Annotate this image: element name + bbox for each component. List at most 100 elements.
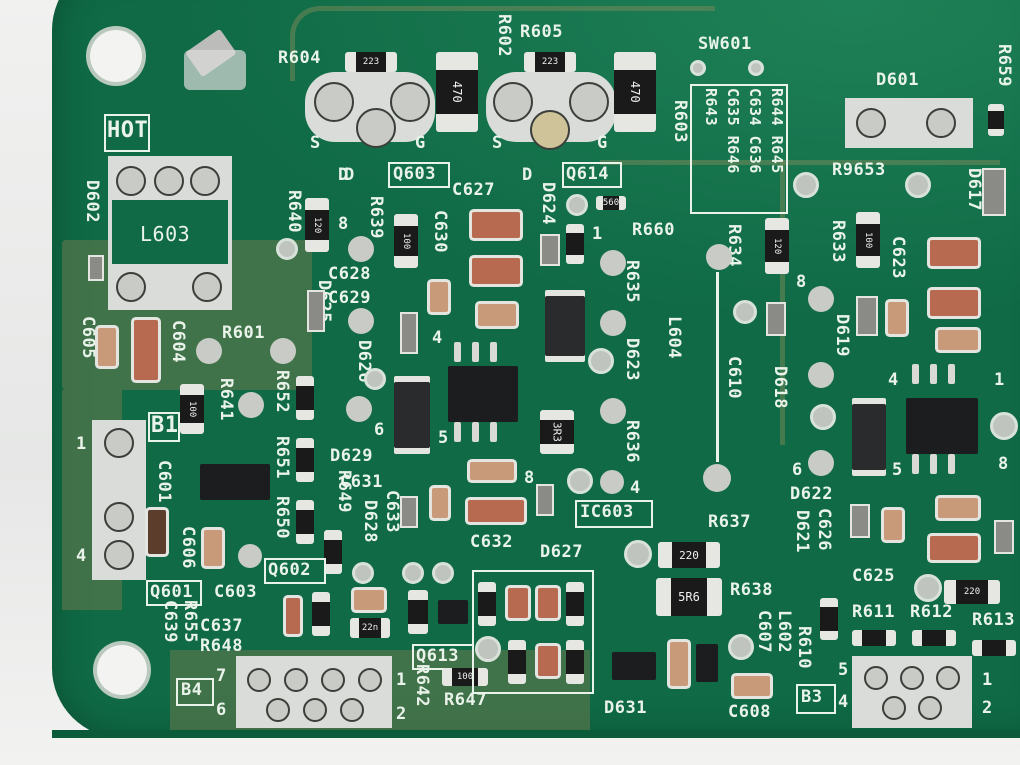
resistor	[566, 224, 584, 264]
capacitor	[670, 642, 688, 686]
r642-label: R642	[412, 664, 432, 707]
diode-2l	[400, 496, 418, 528]
r601-pad	[270, 338, 296, 364]
q614-g-label: G	[597, 133, 608, 153]
capacitor	[938, 498, 978, 518]
r637-resistor: 220	[658, 542, 720, 568]
resistor	[324, 530, 342, 574]
c608-label: C608	[728, 702, 771, 722]
test-point	[346, 396, 372, 422]
capacitor	[286, 598, 300, 634]
ic-pin	[490, 342, 497, 362]
c607-label: C607	[754, 610, 774, 653]
r604-resistor: 223	[345, 52, 397, 72]
via	[475, 636, 501, 662]
via	[733, 300, 757, 324]
test-point	[348, 308, 374, 334]
b3-pin	[882, 696, 906, 720]
l603-pad	[190, 166, 220, 196]
l603-body	[112, 200, 228, 264]
hot-box	[104, 114, 150, 152]
c610-pad	[706, 244, 732, 270]
hot-label: HOT	[107, 118, 149, 143]
b4-pin1-label: 1	[396, 670, 407, 690]
b4-pin7-label: 7	[216, 666, 227, 686]
c639-label: C639	[160, 600, 180, 643]
c603-label: C603	[214, 582, 257, 602]
multi-label-box	[690, 84, 788, 214]
capacitor	[930, 536, 978, 560]
r611-resistor	[852, 630, 896, 646]
b4-pin	[321, 668, 345, 692]
ic-pin	[948, 454, 955, 474]
r601-pad	[196, 338, 222, 364]
q601-label: Q601	[150, 582, 193, 602]
r660-resistor: 560	[596, 196, 626, 210]
d617-diode	[982, 168, 1006, 216]
trace-top	[290, 6, 715, 81]
c629-label: C629	[328, 288, 371, 308]
via	[566, 194, 588, 216]
q614-s-label: S	[492, 133, 503, 153]
d619-diode	[856, 296, 878, 336]
c633-label: C633	[382, 490, 402, 533]
d623-diode	[545, 296, 585, 356]
d601-pad	[926, 108, 956, 138]
r603-resistor: 470	[614, 52, 656, 132]
r636-resistor: 3R3	[540, 410, 574, 454]
l602-inductor	[696, 644, 718, 682]
d618-label: D618	[770, 366, 790, 409]
pin8-label: 8	[796, 272, 807, 292]
r9653-pad	[793, 172, 819, 198]
resistor-220: 220	[944, 580, 1000, 604]
d622-diode	[852, 404, 886, 470]
c634-c636-label: C634 C636	[746, 88, 764, 174]
b4-pin	[266, 698, 290, 722]
d601-label: D601	[876, 70, 919, 90]
via	[990, 412, 1018, 440]
capacitor	[884, 510, 902, 540]
r611-label: R611	[852, 602, 895, 622]
r9653-pad	[905, 172, 931, 198]
c637-label: C637	[200, 616, 243, 636]
r660-label: R660	[632, 220, 675, 240]
via	[810, 404, 836, 430]
resistor	[508, 640, 526, 684]
test-point	[808, 286, 834, 312]
via	[588, 348, 614, 374]
pin8-label: 8	[338, 214, 349, 234]
c605-capacitor	[98, 328, 116, 366]
q614-d-label: D	[522, 165, 533, 185]
resistor	[408, 590, 428, 634]
r641-label: R641	[216, 378, 236, 421]
l603-pad	[116, 272, 146, 302]
r659-label: R659	[994, 44, 1014, 87]
r612-label: R612	[910, 602, 953, 622]
c601-capacitor	[148, 510, 166, 554]
q603-s-label: S	[310, 133, 321, 153]
resistor	[478, 582, 496, 626]
r641-resistor: 100	[180, 384, 204, 434]
d602-label: D602	[82, 180, 102, 223]
test-point	[808, 450, 834, 476]
via	[352, 562, 374, 584]
r635-label: R635	[622, 260, 642, 303]
via	[914, 574, 942, 602]
r651-resistor	[296, 438, 314, 482]
b1-box	[148, 412, 180, 442]
r612-resistor	[912, 630, 956, 646]
b4-pin	[303, 698, 327, 722]
resistor	[566, 640, 584, 684]
r633-resistor: 100	[856, 212, 880, 268]
r652-resistor	[296, 376, 314, 420]
l603-pad	[116, 166, 146, 196]
b3-pin	[936, 666, 960, 690]
pin6-label: 6	[792, 460, 803, 480]
r650-resistor	[296, 500, 314, 544]
c632-label: C632	[470, 532, 513, 552]
r648-label: R648	[200, 636, 243, 656]
capacitor	[888, 302, 906, 334]
q614-pin	[493, 82, 533, 122]
capacitor	[538, 646, 558, 676]
b4-pin	[247, 668, 271, 692]
